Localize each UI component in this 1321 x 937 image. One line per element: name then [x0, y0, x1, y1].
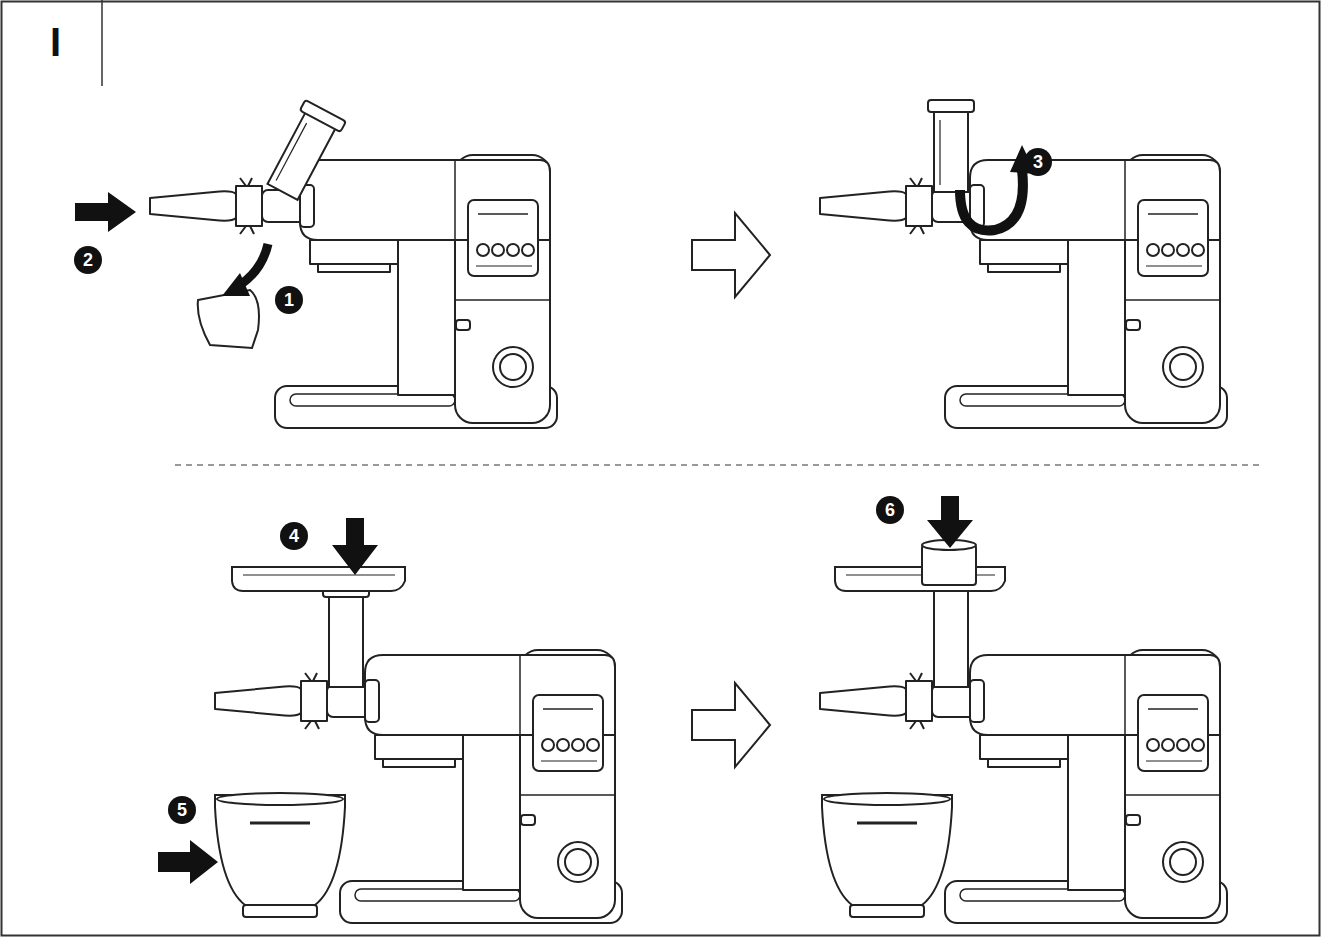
callout-number: 1: [275, 286, 303, 314]
callout-number: 3: [1024, 148, 1052, 176]
callout-number: 6: [876, 496, 904, 524]
callout-number: 5: [168, 796, 196, 824]
callout-number: 2: [74, 246, 102, 274]
section-letter: I: [50, 20, 61, 64]
callout-number: 4: [280, 522, 308, 550]
